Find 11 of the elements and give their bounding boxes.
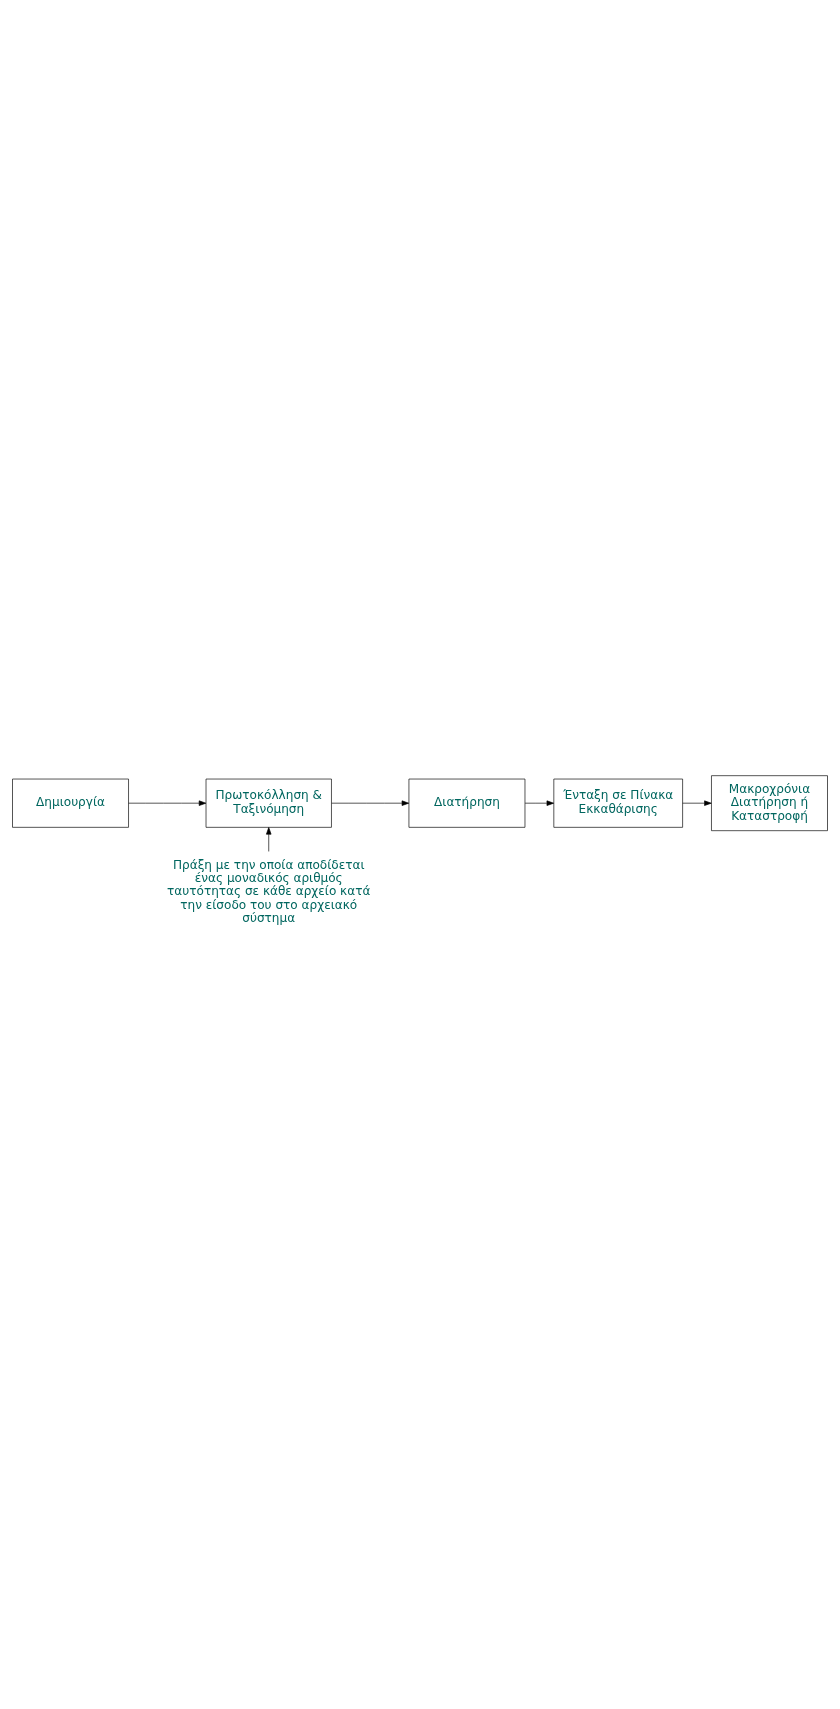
arrow xyxy=(524,800,554,806)
node-box: Μακροχρόνια Διατήρηση ή Καταστροφή xyxy=(711,775,828,832)
arrow xyxy=(331,800,410,806)
node-box: Διατήρηση xyxy=(408,778,526,828)
arrow xyxy=(266,827,272,852)
arrow xyxy=(682,800,712,806)
arrow xyxy=(128,800,207,806)
node-box: Ένταξη σε Πίνακα Εκκαθάρισης xyxy=(553,778,683,828)
node-box: Δημιουργία xyxy=(12,778,129,828)
node-box: Πρωτοκόλληση & Ταξινόμηση xyxy=(205,778,332,828)
node-text: Πράξη με την οποία αποδίδεται ένας μοναδικός αριθμός ταυτότητας σε κάθε αρχείο κατά την είσοδο του στο αρχειακό σύστημα xyxy=(167,857,371,926)
